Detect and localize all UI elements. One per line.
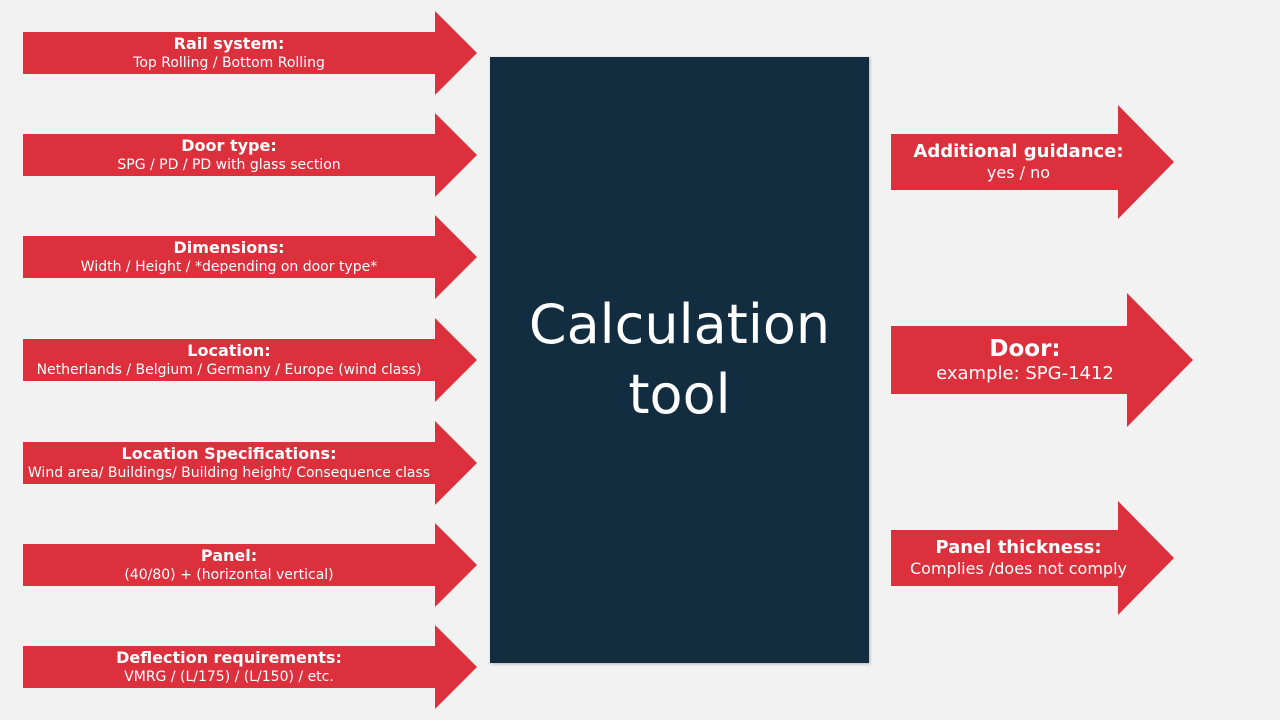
input-detail: Top Rolling / Bottom Rolling — [133, 55, 325, 71]
arrow-shape — [23, 215, 477, 299]
input-title: Deflection requirements: — [116, 648, 342, 667]
input-arrow-door-type: Door type: SPG / PD / PD with glass sect… — [23, 113, 477, 197]
arrow-shape — [23, 523, 477, 607]
input-title: Location: — [187, 341, 271, 360]
input-arrow-location: Location: Netherlands / Belgium / German… — [23, 318, 477, 402]
input-arrow-rail-system: Rail system: Top Rolling / Bottom Rollin… — [23, 11, 477, 95]
input-arrow-panel: Panel: (40/80) + (horizontal vertical) — [23, 523, 477, 607]
input-arrow-dimensions: Dimensions: Width / Height / *depending … — [23, 215, 477, 299]
output-detail: example: SPG-1412 — [936, 363, 1114, 384]
input-arrow-deflection-requirements: Deflection requirements: VMRG / (L/175) … — [23, 625, 477, 709]
input-detail: SPG / PD / PD with glass section — [117, 157, 341, 173]
arrow-shape — [23, 625, 477, 709]
output-arrow-panel-thickness: Panel thickness: Complies /does not comp… — [891, 501, 1174, 615]
output-arrow-door: Door: example: SPG-1412 — [891, 293, 1193, 427]
arrow-shape — [891, 501, 1174, 615]
arrow-shape — [891, 293, 1193, 427]
input-title: Panel: — [200, 546, 258, 565]
input-arrow-location-specifications: Location Specifications: Wind area/ Buil… — [23, 421, 477, 505]
input-detail: (40/80) + (horizontal vertical) — [124, 567, 334, 583]
input-title: Rail system: — [173, 34, 285, 53]
arrow-shape — [23, 421, 477, 505]
calculation-tool-box: Calculation tool — [490, 57, 869, 663]
calculation-tool-title: Calculation tool — [528, 293, 831, 426]
input-title: Dimensions: — [173, 238, 285, 257]
output-title: Additional guidance: — [913, 141, 1124, 162]
input-detail: Netherlands / Belgium / Germany / Europe… — [36, 362, 422, 378]
arrow-shape — [23, 318, 477, 402]
arrow-shape — [891, 105, 1174, 219]
arrow-shape — [23, 11, 477, 95]
output-arrow-additional-guidance: Additional guidance: yes / no — [891, 105, 1174, 219]
arrow-shape — [23, 113, 477, 197]
input-detail: Width / Height / *depending on door type… — [80, 259, 378, 275]
output-title: Panel thickness: — [935, 537, 1102, 558]
input-detail: VMRG / (L/175) / (L/150) / etc. — [124, 669, 334, 685]
output-detail: Complies /does not comply — [910, 559, 1127, 578]
input-detail: Wind area/ Buildings/ Building height/ C… — [27, 465, 431, 481]
output-detail: yes / no — [986, 163, 1051, 182]
output-title: Door: — [989, 336, 1061, 362]
input-title: Door type: — [181, 136, 277, 155]
input-title: Location Specifications: — [121, 444, 337, 463]
